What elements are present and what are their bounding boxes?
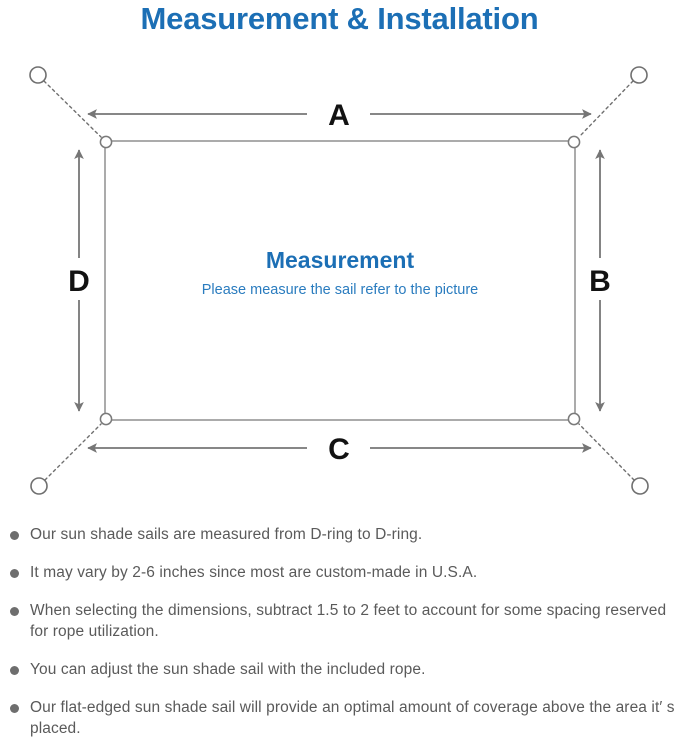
dimension-b-label: B bbox=[589, 265, 611, 298]
bullet-icon bbox=[10, 531, 19, 540]
list-item: Our flat-edged sun shade sail will provi… bbox=[0, 697, 679, 739]
list-item: Our sun shade sails are measured from D-… bbox=[0, 524, 679, 545]
rope-top-left bbox=[43, 80, 102, 138]
bullet-icon bbox=[10, 569, 19, 578]
bullet-icon bbox=[10, 666, 19, 675]
note-text: It may vary by 2-6 inches since most are… bbox=[30, 564, 478, 581]
measurement-subtitle: Please measure the sail refer to the pic… bbox=[202, 282, 478, 298]
notes-list: Our sun shade sails are measured from D-… bbox=[0, 524, 679, 756]
d-ring-bottom-left-icon bbox=[99, 412, 113, 426]
anchor-top-right-icon bbox=[630, 66, 648, 84]
d-ring-top-right-icon bbox=[567, 135, 581, 149]
diagram-svg: A C D B Measurement Please measure the s… bbox=[29, 66, 649, 495]
rope-bottom-right bbox=[578, 423, 635, 481]
note-text: You can adjust the sun shade sail with t… bbox=[30, 661, 426, 678]
rope-top-right bbox=[578, 80, 634, 138]
d-ring-bottom-right-icon bbox=[567, 412, 581, 426]
d-rings bbox=[99, 135, 581, 426]
rope-bottom-left bbox=[44, 423, 102, 481]
note-text: When selecting the dimensions, subtract … bbox=[30, 602, 667, 640]
anchor-circles bbox=[29, 66, 649, 495]
bullet-icon bbox=[10, 704, 19, 713]
bullet-icon bbox=[10, 607, 19, 616]
d-ring-top-left-icon bbox=[99, 135, 113, 149]
sail-outline bbox=[104, 140, 576, 421]
rope-lines bbox=[43, 80, 635, 481]
measurement-installation-page: Measurement & Installation bbox=[0, 1, 679, 737]
anchor-top-left-icon bbox=[29, 66, 47, 84]
list-item: It may vary by 2-6 inches since most are… bbox=[0, 562, 679, 583]
list-item: You can adjust the sun shade sail with t… bbox=[0, 659, 679, 680]
measurement-heading: Measurement bbox=[266, 247, 415, 273]
dimension-a-label: A bbox=[328, 99, 350, 132]
list-item: When selecting the dimensions, subtract … bbox=[0, 600, 679, 642]
anchor-bottom-right-icon bbox=[631, 477, 649, 495]
note-text: Our sun shade sails are measured from D-… bbox=[30, 526, 423, 543]
dimension-c-label: C bbox=[328, 433, 350, 466]
page-title: Measurement & Installation bbox=[140, 1, 539, 36]
sail-measurement-diagram: A C D B Measurement Please measure the s… bbox=[0, 48, 679, 518]
note-text: Our flat-edged sun shade sail will provi… bbox=[30, 699, 675, 737]
dimension-d-label: D bbox=[68, 265, 90, 298]
anchor-bottom-left-icon bbox=[30, 477, 48, 495]
